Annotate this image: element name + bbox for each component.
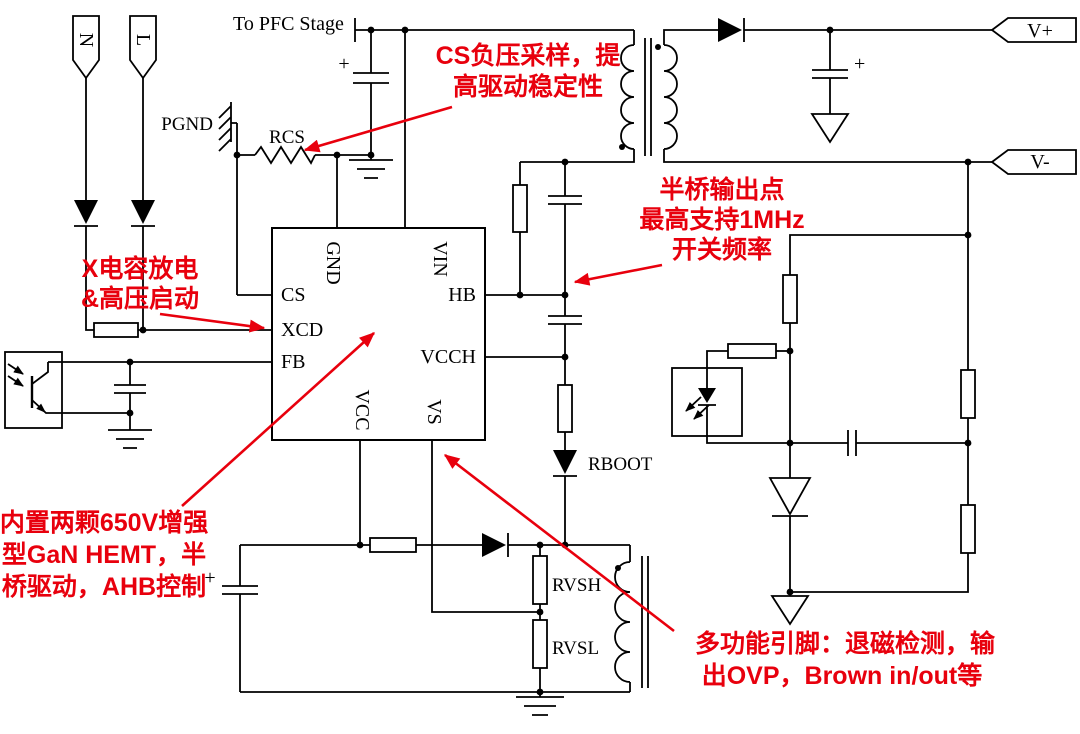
output-capacitor: + <box>810 30 865 144</box>
vcc-series-resistor <box>369 537 417 553</box>
junction-dots <box>126 26 972 696</box>
annotation-multifunction: 多功能引脚：退磁检测，输 出OVP，Brown in/out等 <box>443 453 996 690</box>
transformer-core <box>641 556 649 688</box>
pgnd-label: PGND <box>161 114 213 135</box>
annotation-arrow <box>159 312 266 333</box>
pin-cs: CS <box>281 284 305 306</box>
annotation-text: &高压启动 <box>81 284 199 313</box>
optocoupler-phototransistor <box>4 351 130 429</box>
vplus-label: V+ <box>1027 20 1053 42</box>
polarity-plus: + <box>854 53 865 75</box>
ground-symbol <box>516 696 564 716</box>
main-transformer <box>520 29 992 163</box>
bias-resistor <box>782 274 798 324</box>
rvsl-label: RVSL <box>552 638 599 659</box>
output-rectifier-diode <box>718 18 992 42</box>
bootstrap-resistor <box>557 357 573 433</box>
vcc-capacitor: + <box>204 545 258 692</box>
divider-resistor-upper <box>960 369 976 419</box>
pin-vcch: VCCH <box>420 346 476 368</box>
light-arrow <box>693 404 710 420</box>
pin-xcd: XCD <box>281 319 323 341</box>
controller-ic: CS XCD FB HB VCCH GND VIN VCC VS <box>271 227 486 441</box>
annotation-arrow <box>573 263 663 286</box>
light-arrow <box>7 363 24 375</box>
bootstrap-capacitor <box>548 295 582 357</box>
polarity-plus: + <box>338 53 349 75</box>
rvsl-resistor: RVSL <box>532 619 599 697</box>
ground-symbol <box>108 429 152 449</box>
pin-fb: FB <box>281 351 305 373</box>
vcc-supply-line <box>240 533 630 557</box>
divider-resistor-lower <box>960 504 976 554</box>
polarity-dot <box>655 44 661 50</box>
annotation-text: 最高支持1MHz <box>639 205 804 234</box>
ground-symbol <box>349 155 393 179</box>
pgnd-symbol: PGND <box>161 102 237 152</box>
annotation-half-bridge: 半桥输出点 最高支持1MHz 开关频率 <box>573 175 805 286</box>
vcc-charge-diode <box>482 533 506 557</box>
n-terminal-label: N <box>75 33 97 47</box>
line-input-l: L <box>129 15 157 330</box>
rvsh-label: RVSH <box>552 575 601 596</box>
vplus-terminal: V+ <box>990 17 1077 43</box>
annotation-text: 开关频率 <box>672 235 772 264</box>
cs-sense-rail <box>236 123 272 296</box>
to-pfc-stage-label: To PFC Stage <box>233 13 344 35</box>
l-terminal-label: L <box>132 34 154 46</box>
annotation-text: 出OVP，Brown in/out等 <box>702 661 983 690</box>
vminus-terminal: V- <box>990 149 1077 175</box>
diode-l <box>131 200 155 224</box>
polarity-dot <box>615 565 621 571</box>
rboot-label: RBOOT <box>588 454 653 475</box>
pin-vcc: VCC <box>351 389 373 430</box>
compensation-capacitor <box>790 430 968 456</box>
annotation-text: X电容放电 <box>82 254 199 283</box>
annotation-text: 半桥输出点 <box>659 175 784 204</box>
ground-triangle <box>810 113 850 144</box>
snubber-capacitor <box>548 162 582 295</box>
output-divider-rail <box>790 162 976 593</box>
annotation-text: 内置两颗650V增强 <box>0 508 208 537</box>
annotation-arrow <box>443 453 675 633</box>
fb-capacitor <box>108 362 152 449</box>
transformer-core <box>644 38 652 156</box>
line-input-n: N <box>72 15 100 331</box>
annotation-text: CS负压采样，提 <box>436 41 622 70</box>
light-arrow <box>685 396 702 412</box>
annotation-text: 多功能引脚：退磁检测，输 <box>695 629 996 658</box>
polarity-plus: + <box>204 567 215 589</box>
annotation-text: 桥驱动，AHB控制 <box>2 573 206 601</box>
snubber-resistor <box>512 162 528 295</box>
annotation-cs-sampling: CS负压采样，提 高驱动稳定性 <box>303 41 622 153</box>
pin-gnd: GND <box>322 241 344 284</box>
optocoupler-led <box>671 367 790 444</box>
bootstrap-diode: RBOOT <box>553 432 653 545</box>
annotation-arrow <box>303 105 453 153</box>
rcs-resistor: RCS <box>237 127 371 165</box>
diode-n <box>74 200 98 224</box>
rvsh-resistor: RVSH <box>532 545 601 620</box>
light-arrow <box>7 375 24 387</box>
vminus-label: V- <box>1030 151 1049 173</box>
pin-vin: VIN <box>429 241 451 277</box>
polarity-dot <box>619 144 625 150</box>
annotation-gan: 内置两颗650V增强 型GaN HEMT，半 桥驱动，AHB控制 <box>0 332 375 601</box>
led-series-resistor <box>706 343 790 368</box>
pfc-bus-line: To PFC Stage <box>233 13 634 42</box>
pin-vs: VS <box>423 399 445 425</box>
vs-pin-wire <box>431 440 540 613</box>
aux-winding <box>614 545 649 692</box>
annotation-xcd: X电容放电 &高压启动 <box>81 254 266 333</box>
annotation-arrow <box>181 332 375 507</box>
pin-hb: HB <box>448 284 476 306</box>
shunt-regulator <box>768 477 812 626</box>
feedback-bias-branch <box>782 234 968 478</box>
annotation-text: 型GaN HEMT，半 <box>2 541 206 569</box>
annotation-text: 高驱动稳定性 <box>453 72 603 101</box>
rcs-label: RCS <box>269 127 305 148</box>
ground-triangle <box>770 595 810 626</box>
